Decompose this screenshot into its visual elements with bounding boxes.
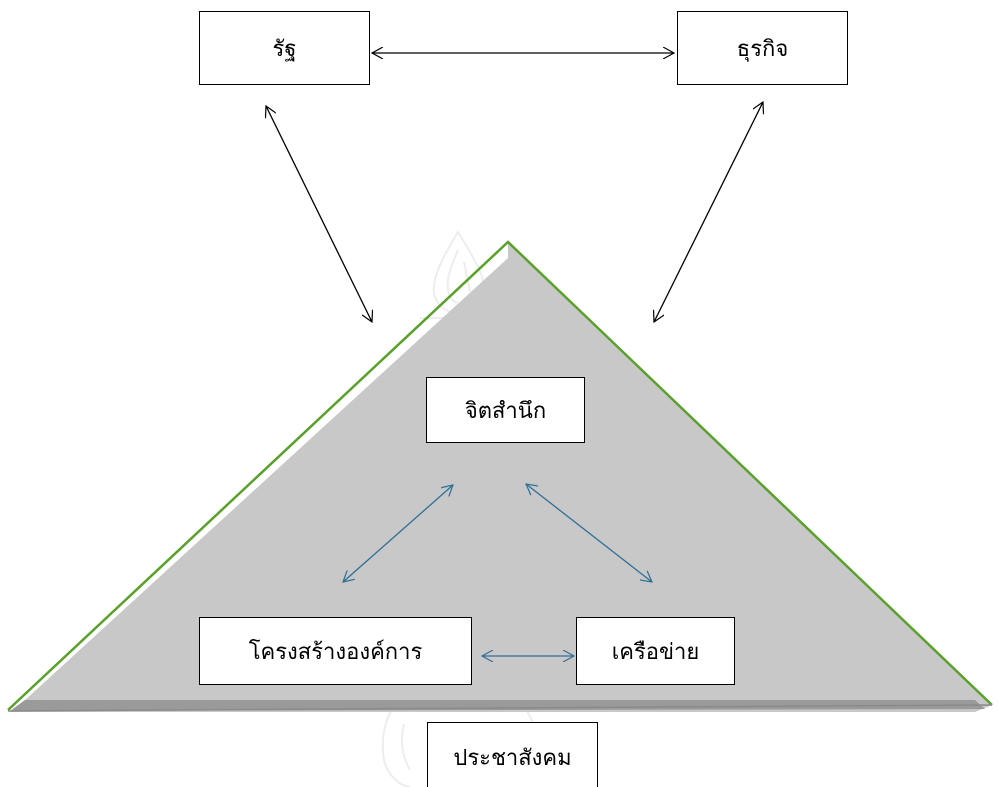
node-network: เครือข่าย <box>576 617 735 685</box>
node-consciousness: จิตสำนึก <box>426 377 585 443</box>
arrow-consciousness-structure <box>343 485 453 582</box>
node-civil-society-label: ประชาสังคม <box>453 745 572 771</box>
node-business: ธุรกิจ <box>677 11 848 85</box>
node-business-label: ธุรกิจ <box>736 36 789 62</box>
node-state: รัฐ <box>199 11 370 85</box>
arrow-state-triangle <box>266 106 372 322</box>
node-network-label: เครือข่าย <box>611 639 700 665</box>
node-civil-society: ประชาสังคม <box>427 722 598 787</box>
node-organizational-structure-label: โครงสร้างองค์การ <box>248 639 423 665</box>
triangle-shadow <box>10 242 992 712</box>
arrow-business-triangle <box>654 102 763 322</box>
triangle-base-line <box>7 704 993 712</box>
arrow-consciousness-network <box>526 484 652 582</box>
node-state-label: รัฐ <box>272 36 297 62</box>
triangle-outline <box>7 240 993 711</box>
node-organizational-structure: โครงสร้างองค์การ <box>199 617 472 685</box>
node-consciousness-label: จิตสำนึก <box>464 398 547 424</box>
triangle-bevel-dark <box>10 700 985 711</box>
